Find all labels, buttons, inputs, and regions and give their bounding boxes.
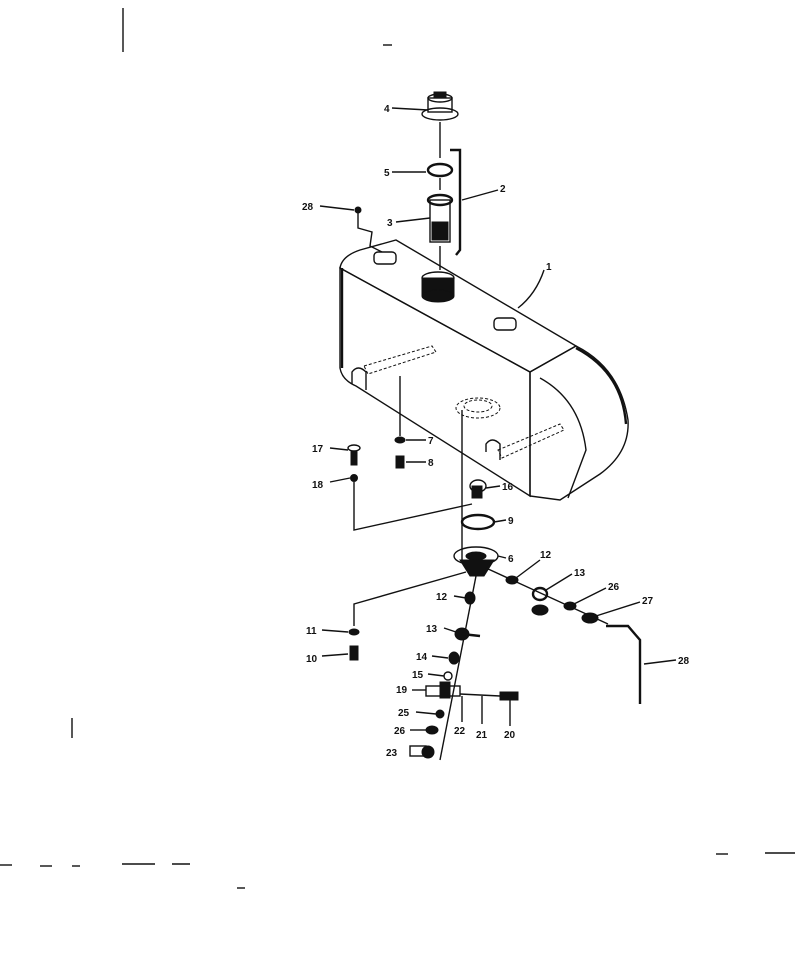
callout-23: 23	[386, 748, 398, 759]
part-filler-strainer	[426, 193, 454, 270]
part-mount-washer-and-nut	[394, 376, 406, 469]
callout-25: 25	[398, 708, 410, 719]
callout-13-b: 13	[426, 624, 438, 635]
callout-21: 21	[476, 730, 488, 741]
callout-8: 8	[428, 458, 434, 469]
part-dipstick	[450, 148, 462, 256]
part-vent-tube	[354, 206, 383, 253]
callout-27: 27	[642, 596, 654, 607]
callout-13-a: 13	[574, 568, 586, 579]
callout-20: 20	[504, 730, 516, 741]
callout-12-b: 12	[436, 592, 448, 603]
callout-2: 2	[500, 184, 506, 195]
callout-16: 16	[502, 482, 514, 493]
callout-19: 19	[396, 685, 408, 696]
callout-10: 10	[306, 654, 318, 665]
part-fuel-tank	[339, 239, 629, 501]
callout-17: 17	[312, 444, 324, 455]
callout-26-b: 26	[394, 726, 406, 737]
part-drain-flange	[453, 546, 499, 577]
right-fuel-line-branch	[485, 567, 642, 704]
part-filler-cap	[421, 91, 459, 158]
callout-6: 6	[508, 554, 514, 565]
part-gasket-ring	[426, 162, 454, 190]
callout-9: 9	[508, 516, 514, 527]
callout-14: 14	[416, 652, 428, 663]
callout-3: 3	[387, 218, 393, 229]
callout-18: 18	[312, 480, 324, 491]
callout-28-a: 28	[302, 202, 314, 213]
callout-22: 22	[454, 726, 466, 737]
callout-26-a: 26	[608, 582, 620, 593]
part-mount-bolt	[347, 444, 473, 531]
part-o-ring	[460, 513, 496, 531]
scan-marks	[0, 8, 795, 889]
part-bolt-and-washer	[348, 571, 467, 661]
callout-28-b: 28	[678, 656, 690, 667]
callout-1: 1	[546, 262, 552, 273]
callout-5: 5	[384, 168, 390, 179]
callout-11: 11	[306, 626, 317, 637]
leader-lines	[319, 107, 677, 715]
callout-4: 4	[384, 104, 390, 115]
callout-7: 7	[428, 436, 434, 447]
part-drain-fitting	[469, 479, 487, 499]
left-fuel-line-branch	[409, 575, 519, 761]
callout-labels: 4 5 2 3 28 1 7 8 17 18 16 9 6 12 13 26 2…	[302, 104, 690, 759]
callout-12-a: 12	[540, 550, 552, 561]
callout-15: 15	[412, 670, 424, 681]
